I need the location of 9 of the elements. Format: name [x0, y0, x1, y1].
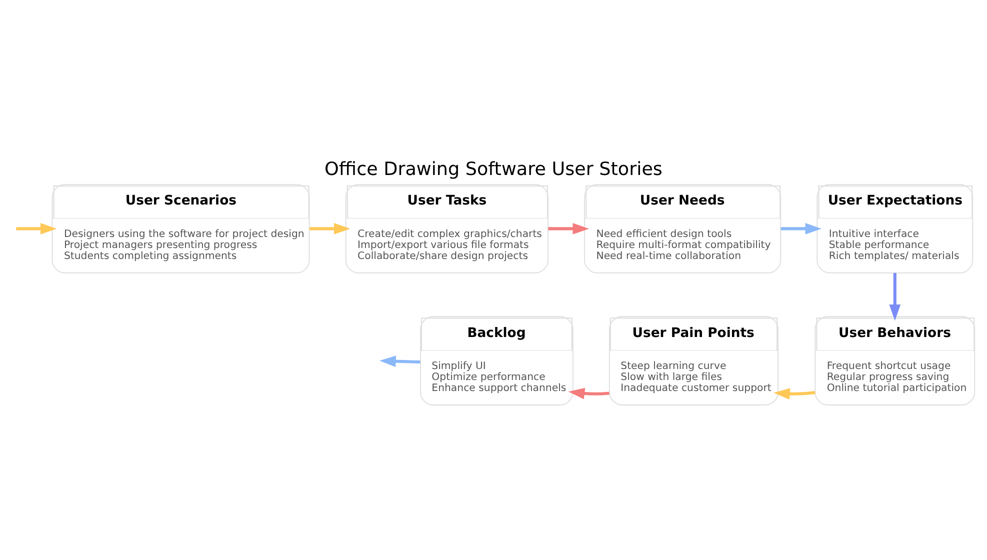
diagram-title: Office Drawing Software User Stories — [324, 158, 662, 180]
arrow — [548, 222, 590, 234]
arrow — [774, 388, 816, 400]
arrow — [380, 355, 420, 367]
arrow — [568, 387, 610, 399]
arrow — [16, 222, 57, 234]
arrow — [889, 272, 901, 320]
arrow — [309, 222, 350, 234]
arrow — [780, 222, 822, 234]
